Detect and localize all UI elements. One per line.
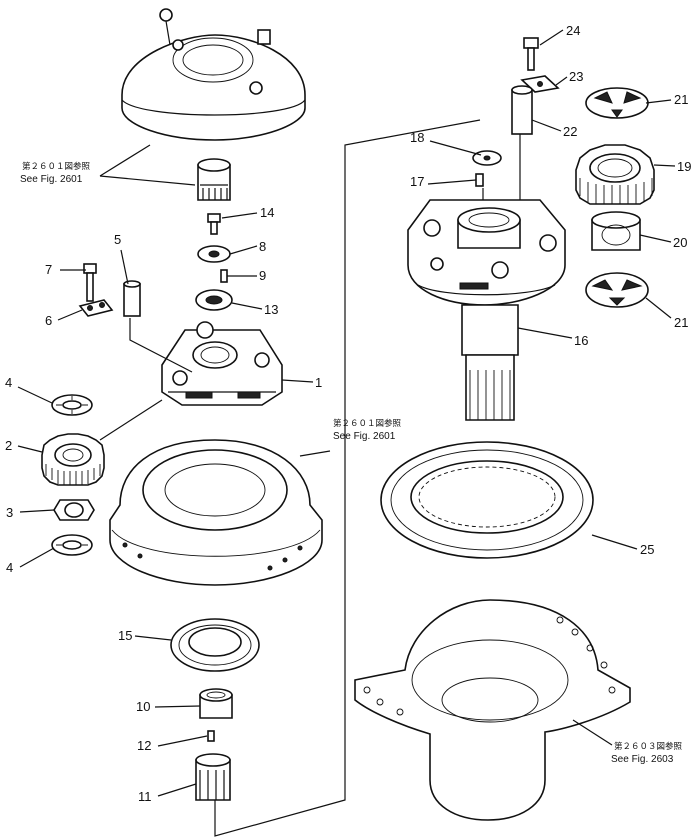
spline-coupling	[197, 158, 231, 201]
callout-2: 2	[5, 438, 12, 453]
callout-11: 11	[138, 789, 152, 804]
callout-18: 18	[410, 130, 424, 145]
bolt-7	[83, 263, 97, 302]
callout-16: 16	[574, 333, 588, 348]
pin-12	[207, 730, 215, 742]
callout-12: 12	[137, 738, 151, 753]
shaft-22	[511, 85, 533, 135]
shaft-5	[123, 280, 141, 317]
gear-19	[575, 144, 655, 205]
pinion-11	[195, 119, 481, 837]
thrust-washer-21-top	[585, 87, 649, 119]
ref-top-en: See Fig. 2601	[20, 174, 83, 185]
bolt-24	[523, 37, 539, 71]
ref-mid-en: See Fig. 2601	[333, 431, 396, 442]
callout-3: 3	[6, 505, 13, 520]
callout-14: 14	[260, 205, 274, 220]
callout-21-bottom: 21	[674, 315, 688, 330]
ref-top-jp: 第２６０１図参照	[22, 161, 91, 172]
leader-gear-to-carrier	[99, 399, 163, 441]
callout-7: 7	[45, 262, 52, 277]
swing-circle-housing	[354, 599, 631, 821]
callout-22: 22	[563, 124, 577, 139]
callout-9: 9	[259, 268, 266, 283]
callout-23: 23	[569, 69, 583, 84]
callout-19: 19	[677, 159, 691, 174]
callout-25: 25	[640, 542, 654, 557]
lock-plate-6	[78, 299, 114, 317]
callout-17: 17	[410, 174, 424, 189]
leader-lines	[17, 29, 676, 797]
callout-6: 6	[45, 313, 52, 328]
plate-13	[195, 289, 233, 311]
gear-2	[41, 433, 105, 486]
callout-5: 5	[114, 232, 121, 247]
bearing-3	[53, 499, 95, 521]
pin-17	[475, 173, 484, 187]
bearing-20	[591, 211, 641, 251]
bolt-14	[207, 213, 221, 235]
callout-20: 20	[673, 235, 687, 250]
callout-4-top: 4	[5, 375, 12, 390]
top-cover	[121, 8, 306, 141]
thrust-washer-21-bottom	[585, 272, 649, 308]
callout-15: 15	[118, 628, 132, 643]
washer-8	[197, 245, 231, 263]
collar-10	[199, 688, 233, 719]
bearing-4-top	[51, 394, 93, 416]
callout-8: 8	[259, 239, 266, 254]
bearing-4-bottom	[51, 534, 93, 556]
ring-gear-25	[380, 441, 594, 559]
callout-24: 24	[566, 23, 580, 38]
pin-9	[220, 269, 228, 283]
housing	[109, 439, 323, 586]
ref-bottom-jp: 第２６０３図参照	[614, 741, 683, 752]
ref-bottom-en: See Fig. 2603	[611, 754, 674, 765]
washer-18	[472, 150, 502, 166]
callout-4-bottom: 4	[6, 560, 13, 575]
callout-21-top: 21	[674, 92, 688, 107]
callout-13: 13	[264, 302, 278, 317]
callout-10: 10	[136, 699, 150, 714]
carrier-1	[129, 318, 283, 406]
carrier-16	[407, 134, 566, 421]
callout-1: 1	[315, 375, 322, 390]
seal-15	[170, 618, 260, 672]
ref-mid-jp: 第２６０１図参照	[333, 418, 402, 429]
